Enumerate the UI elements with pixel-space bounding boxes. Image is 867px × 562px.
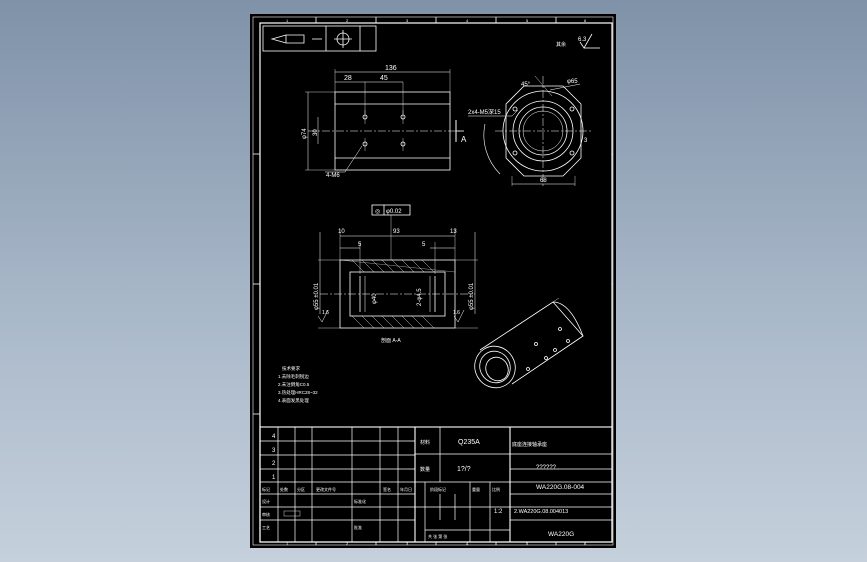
- zone-number: 3: [406, 541, 409, 546]
- dim-30: 30: [313, 129, 319, 136]
- approver-label: 批准: [354, 524, 362, 530]
- zone-number: 4: [466, 541, 469, 546]
- scale-value: 1:2: [494, 509, 503, 515]
- isometric-view: [474, 297, 584, 389]
- dim-dia65: φ65: [567, 79, 578, 85]
- qty-value: 1?/?: [457, 466, 471, 473]
- dim-28: 28: [344, 75, 352, 82]
- zone-number: 2: [346, 18, 349, 23]
- dim-45deg: 45°: [521, 82, 531, 88]
- rev-row: 1: [272, 475, 276, 481]
- header-cell: 处数: [280, 486, 288, 492]
- section-label: 剖面 A-A: [381, 337, 401, 344]
- tolerance-value: φ0.02: [386, 209, 402, 215]
- front-view: [305, 69, 464, 173]
- zone-number: 5: [526, 541, 529, 546]
- dim-dia74: φ74: [302, 128, 308, 139]
- zone-number: 1: [286, 541, 289, 546]
- qty-label: 数量: [420, 466, 430, 473]
- tech-note: 2.未注倒角C0.5: [278, 381, 310, 388]
- dim-r3: 3: [584, 138, 588, 144]
- craft-label: 工艺: [262, 525, 270, 530]
- hole-label: 4-M6: [326, 173, 340, 179]
- dim-45: 45: [380, 75, 388, 82]
- rev-row: 2: [272, 461, 276, 467]
- rough-right: 1.6: [453, 310, 460, 316]
- weight-label: 重量: [472, 486, 480, 492]
- header-cell: 分区: [297, 486, 305, 492]
- checker-label: 审核: [262, 511, 270, 517]
- tech-note: 4.表面发黑处理: [278, 397, 309, 404]
- part-name: 底座连接轴承座: [512, 441, 547, 448]
- cad-drawing: 1 2 3 4 5 6 1 2 3 4 5 6 其余 6.3: [252, 16, 614, 546]
- rough-left: 1.6: [322, 310, 329, 316]
- rev-row: 3: [272, 448, 276, 454]
- roughness-symbol: [579, 33, 600, 49]
- hole-note: 2-φ4.5: [417, 288, 423, 306]
- zone-number: 6: [584, 541, 587, 546]
- tolerance-symbol: ◎: [375, 209, 380, 215]
- scale-label: 比例: [492, 486, 500, 492]
- side-view: [468, 75, 592, 186]
- zone-number: 4: [466, 18, 469, 23]
- rev-row: 4: [272, 434, 276, 440]
- zone-number: 1: [286, 18, 289, 23]
- roughness-value: 6.3: [578, 37, 587, 43]
- header-cell: 标记: [262, 486, 270, 492]
- header-cell: 年月日: [400, 486, 412, 492]
- dim-length: 136: [385, 65, 397, 72]
- zone-number: 2: [346, 541, 349, 546]
- company: ??????: [536, 465, 557, 471]
- zone-number: 5: [526, 18, 529, 23]
- dim-93: 93: [393, 229, 400, 235]
- view-mark: A: [461, 135, 467, 144]
- header-cell: 更改文件号: [316, 486, 336, 492]
- zone-number: 6: [584, 18, 587, 23]
- code-box: [262, 25, 377, 52]
- material-value: Q235A: [458, 439, 480, 446]
- roughness-label: 其余: [556, 41, 566, 48]
- drawing-sheet: 1 2 3 4 5 6 1 2 3 4 5 6 其余 6.3: [250, 14, 616, 548]
- sheet-label: 共 张 第 张: [428, 533, 447, 539]
- designer-label: 设计: [262, 498, 270, 504]
- dim-5a: 5: [358, 242, 362, 248]
- product: WA220G: [548, 531, 574, 538]
- drawing-no: WA220G.08-004: [536, 484, 585, 491]
- dim-13: 13: [450, 229, 457, 235]
- dim-68: 68: [540, 178, 547, 184]
- tech-note: 1.去除毛刺锐边: [278, 373, 309, 380]
- zone-number: 3: [406, 18, 409, 23]
- tech-notes-title: 技术要求: [282, 365, 300, 372]
- dim-10: 10: [338, 229, 345, 235]
- header-cell: 签名: [383, 486, 391, 492]
- border-frame: [252, 16, 614, 546]
- tech-note: 3.热处理HRC28~32: [278, 389, 318, 396]
- title-block: [259, 426, 613, 543]
- bore-right: φ55 ±0.01: [469, 282, 475, 310]
- tech-notes: 技术要求 1.去除毛刺锐边 2.未注倒角C0.5 3.热处理HRC28~32 4…: [278, 365, 318, 404]
- section-view: [317, 204, 478, 329]
- material-label: 材料: [420, 439, 430, 446]
- dim-5b: 5: [422, 242, 426, 248]
- thread-label: 2x4-M5深15: [468, 108, 501, 116]
- stage-label: 阶段标记: [430, 486, 446, 492]
- assembly-no: 2.WA220G.08.004013: [514, 509, 568, 515]
- bore-left: φ55 ±0.01: [314, 282, 320, 310]
- standard-label: 标准化: [354, 498, 366, 504]
- inner-dia: φ40: [372, 293, 378, 304]
